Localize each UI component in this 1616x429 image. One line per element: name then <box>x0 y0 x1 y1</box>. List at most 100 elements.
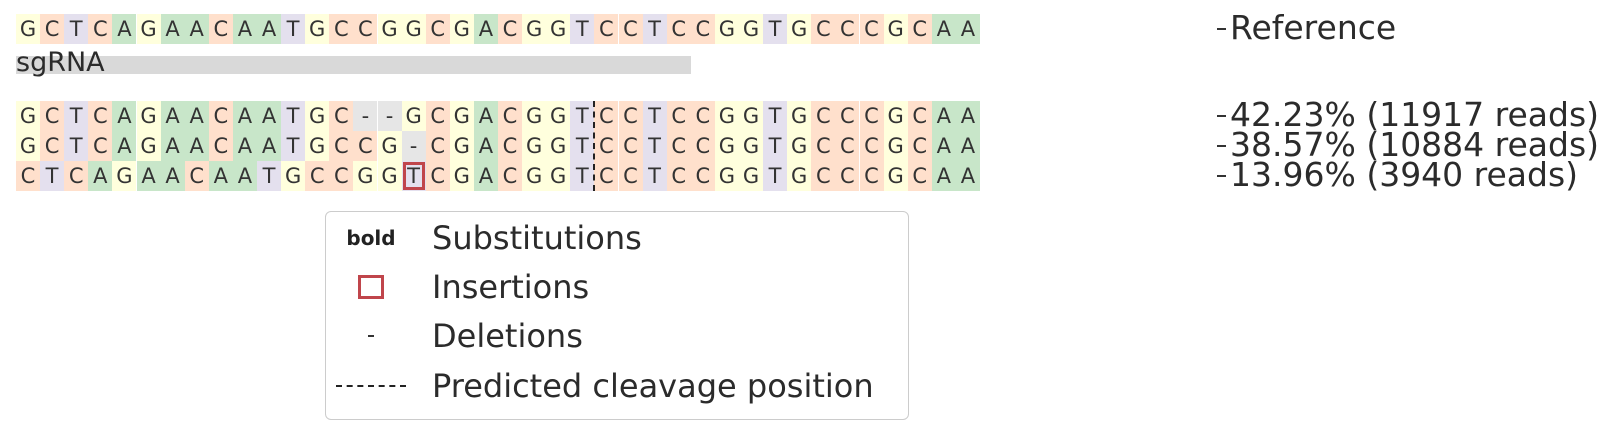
nucleotide-cell: G <box>787 101 812 131</box>
nucleotide-cell: G <box>546 14 571 44</box>
nucleotide-cell: G <box>305 14 330 44</box>
legend: bold Substitutions Insertions Deletions … <box>325 211 909 420</box>
deletion-cell: - <box>401 131 426 161</box>
nucleotide-cell: T <box>763 101 788 131</box>
nucleotide-cell: G <box>739 14 763 44</box>
nucleotide-cell: T <box>257 161 281 191</box>
legend-item-substitutions: bold Substitutions <box>326 214 908 262</box>
nucleotide-cell: G <box>739 161 763 191</box>
nucleotide-cell: C <box>835 101 860 131</box>
nucleotide-cell: G <box>16 131 40 161</box>
allele-row-tick <box>1217 115 1226 117</box>
nucleotide-cell: T <box>40 161 65 191</box>
nucleotide-cell: C <box>594 14 619 44</box>
nucleotide-cell: A <box>473 101 498 131</box>
nucleotide-cell: G <box>787 14 812 44</box>
nucleotide-cell: G <box>401 101 426 131</box>
nucleotide-cell: G <box>787 131 812 161</box>
nucleotide-cell: C <box>329 101 354 131</box>
nucleotide-cell: C <box>907 101 932 131</box>
nucleotide-cell: C <box>811 14 836 44</box>
allele-frequency-label: 42.23% (11917 reads) <box>1230 95 1600 134</box>
nucleotide-cell: A <box>473 161 498 191</box>
cleavage-line <box>593 101 596 191</box>
nucleotide-cell: A <box>160 14 185 44</box>
nucleotide-cell: C <box>666 14 691 44</box>
nucleotide-cell: G <box>883 14 908 44</box>
nucleotide-cell: G <box>377 14 402 44</box>
nucleotide-cell: T <box>642 131 667 161</box>
nucleotide-cell: T <box>64 14 89 44</box>
nucleotide-cell: A <box>184 14 209 44</box>
nucleotide-cell: C <box>498 161 522 191</box>
nucleotide-cell: G <box>449 101 474 131</box>
sgrna-label: sgRNA <box>16 47 105 78</box>
nucleotide-cell: G <box>449 14 474 44</box>
nucleotide-cell: G <box>522 101 547 131</box>
allele-frequency-label: 38.57% (10884 reads) <box>1230 125 1600 164</box>
nucleotide-cell: G <box>112 161 137 191</box>
nucleotide-cell: A <box>112 131 137 161</box>
nucleotide-cell: C <box>907 161 932 191</box>
nucleotide-cell: C <box>618 131 643 161</box>
nucleotide-cell: C <box>88 101 113 131</box>
nucleotide-cell: T <box>570 14 595 44</box>
nucleotide-cell: T <box>642 101 667 131</box>
nucleotide-cell: G <box>377 131 402 161</box>
nucleotide-cell: G <box>546 161 571 191</box>
nucleotide-cell: A <box>232 131 257 161</box>
nucleotide-cell: C <box>88 131 113 161</box>
legend-item-cleavage: Predicted cleavage position <box>326 362 908 410</box>
sgrna-bar <box>16 56 691 74</box>
nucleotide-cell: G <box>281 161 306 191</box>
nucleotide-cell: C <box>859 131 884 161</box>
nucleotide-cell: C <box>498 101 522 131</box>
nucleotide-cell: A <box>136 161 161 191</box>
nucleotide-cell: G <box>16 101 40 131</box>
nucleotide-cell: A <box>112 101 137 131</box>
nucleotide-cell: A <box>955 14 980 44</box>
nucleotide-cell: C <box>425 161 450 191</box>
nucleotide-cell: A <box>931 101 956 131</box>
nucleotide-cell: C <box>184 161 209 191</box>
allele-row-tick <box>1217 175 1226 177</box>
nucleotide-cell: T <box>763 131 788 161</box>
dashed-line-icon <box>336 385 406 387</box>
nucleotide-cell: A <box>112 14 137 44</box>
nucleotide-cell: G <box>377 161 402 191</box>
deletion-cell: - <box>377 101 402 131</box>
nucleotide-cell: C <box>690 131 715 161</box>
nucleotide-cell: A <box>184 101 209 131</box>
nucleotide-cell: A <box>160 131 185 161</box>
nucleotide-cell: A <box>232 161 257 191</box>
allele-frequency-label: 13.96% (3940 reads) <box>1230 155 1579 194</box>
nucleotide-cell: G <box>739 131 763 161</box>
insertion-cell: T <box>401 161 426 191</box>
nucleotide-cell: G <box>546 101 571 131</box>
nucleotide-cell: C <box>690 14 715 44</box>
allele-row-tick <box>1217 145 1226 147</box>
nucleotide-cell: C <box>811 101 836 131</box>
nucleotide-cell: C <box>64 161 89 191</box>
nucleotide-cell: C <box>835 131 860 161</box>
nucleotide-cell: A <box>232 101 257 131</box>
legend-label: Insertions <box>432 268 590 306</box>
nucleotide-cell: A <box>931 131 956 161</box>
nucleotide-cell: C <box>690 161 715 191</box>
nucleotide-cell: A <box>955 161 980 191</box>
nucleotide-cell: C <box>208 101 233 131</box>
nucleotide-cell: C <box>594 131 619 161</box>
nucleotide-cell: G <box>305 131 330 161</box>
nucleotide-cell: G <box>353 161 378 191</box>
nucleotide-cell: A <box>184 131 209 161</box>
nucleotide-cell: T <box>64 101 89 131</box>
nucleotide-cell: C <box>859 161 884 191</box>
nucleotide-cell: G <box>401 14 426 44</box>
nucleotide-cell: G <box>739 101 763 131</box>
nucleotide-cell: A <box>160 101 185 131</box>
nucleotide-cell: A <box>257 131 281 161</box>
nucleotide-cell: A <box>208 161 233 191</box>
nucleotide-cell: T <box>763 14 788 44</box>
nucleotide-cell: A <box>257 101 281 131</box>
nucleotide-cell: C <box>425 101 450 131</box>
